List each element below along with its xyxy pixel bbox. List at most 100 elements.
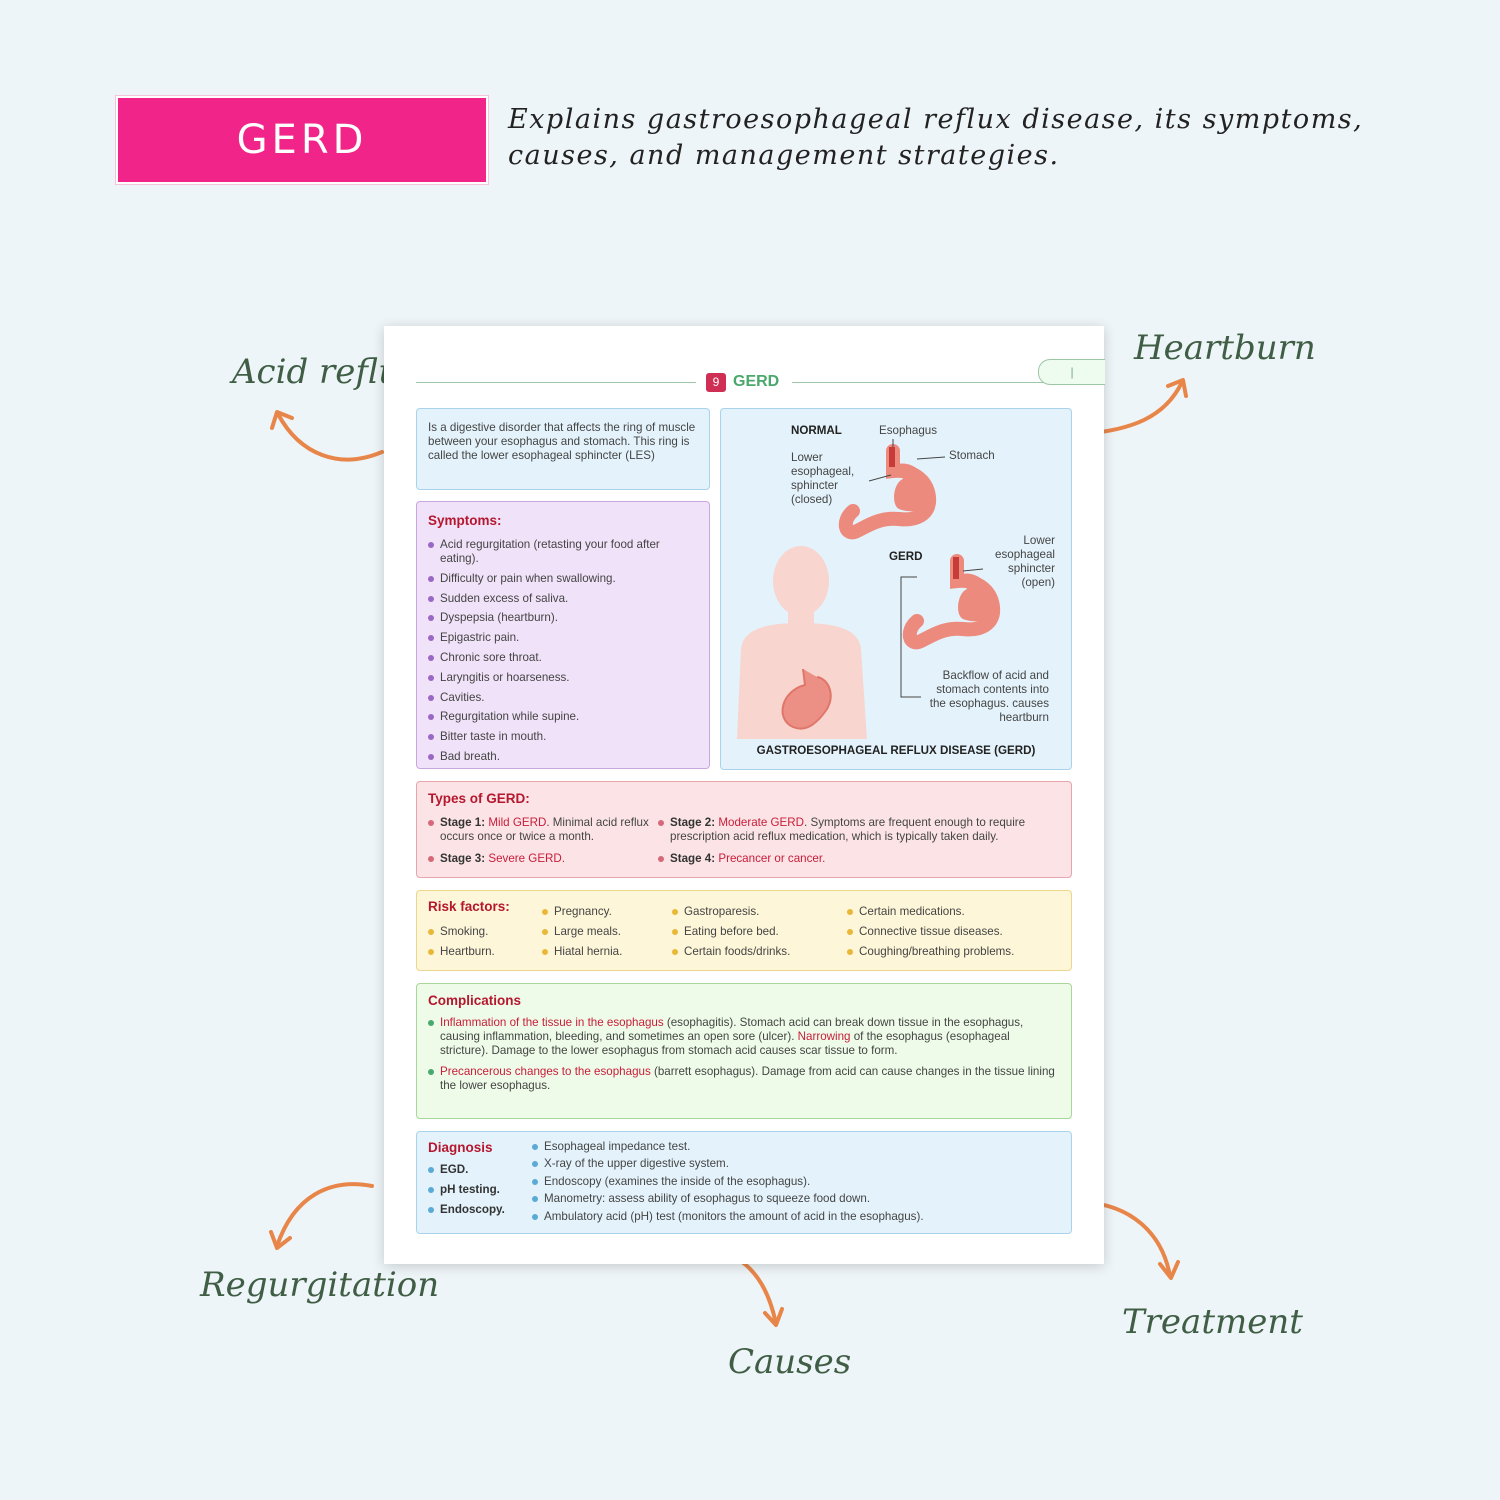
title-badge-label: GERD: [236, 117, 368, 163]
label-les-closed: Lower esophageal, sphincter (closed): [791, 451, 855, 506]
body-silhouette: [737, 546, 867, 739]
list-item: Difficulty or pain when swallowing.: [428, 572, 698, 586]
list-item-text: Certain medications.: [859, 905, 965, 918]
symptoms-title: Symptoms:: [428, 513, 502, 528]
list-item-text: Endoscopy.: [440, 1203, 505, 1216]
bullet-icon: [428, 714, 434, 721]
types-title: Types of GERD:: [428, 791, 530, 806]
complication-2: Precancerous changes to the esophagus (b…: [428, 1065, 1060, 1093]
list-item: Bitter taste in mouth.: [428, 730, 698, 744]
list-item-text: Endoscopy (examines the inside of the es…: [544, 1174, 811, 1188]
list-item-text: Manometry: assess ability of esophagus t…: [544, 1192, 871, 1206]
list-item: Connective tissue diseases.: [847, 925, 1014, 939]
bullet-icon: [532, 1161, 538, 1168]
chapter-title: GERD: [733, 373, 780, 390]
list-item-text: pH testing.: [440, 1183, 500, 1196]
bullet-icon: [672, 909, 678, 915]
list-item: Cavities.: [428, 691, 698, 705]
bullet-icon: [672, 929, 678, 935]
bullet-icon: [428, 1167, 434, 1173]
label-esophagus: Esophagus: [879, 424, 938, 437]
types-box: Types of GERD: Stage 1: Mild GERD. Minim…: [416, 781, 1072, 878]
label-stomach: Stomach: [949, 449, 995, 462]
list-item-text: Sudden excess of saliva.: [440, 591, 569, 605]
list-item-text: Regurgitation while supine.: [440, 710, 580, 724]
label-les-open: Lower esophageal sphincter (open): [995, 534, 1055, 589]
bullet-icon: [428, 753, 434, 760]
arrow-regurgitation: [275, 1182, 374, 1248]
list-item: Laryngitis or hoarseness.: [428, 671, 698, 685]
list-item: pH testing.: [428, 1183, 1060, 1197]
symptoms-list: Acid regurgitation (retasting your food …: [428, 538, 698, 764]
list-item-text: Eating before bed.: [684, 925, 779, 938]
arrow-acid-reflux: [276, 412, 384, 462]
list-item: Endoscopy.: [428, 1203, 1060, 1217]
definition-text: Is a digestive disorder that affects the…: [428, 421, 696, 462]
list-item-text: Smoking.: [440, 925, 489, 938]
list-item: Large meals.: [542, 925, 622, 939]
label-backflow: Backflow of acid and stomach contents in…: [929, 669, 1049, 724]
bullet-icon: [847, 949, 853, 955]
diagnosis-left-list: EGD. pH testing. Endoscopy.: [428, 1163, 1060, 1217]
list-item-text: Difficulty or pain when swallowing.: [440, 571, 616, 585]
list-item: EGD.: [428, 1163, 1060, 1177]
list-item: Heartburn.: [428, 945, 495, 959]
list-item: X-ray of the upper digestive system.: [532, 1157, 924, 1171]
list-item-text: Cavities.: [440, 690, 485, 704]
list-item-text: Gastroparesis.: [684, 905, 760, 918]
list-item-text: Acid regurgitation (retasting your food …: [440, 538, 660, 565]
bullet-icon: [428, 635, 434, 642]
list-item-text: Dyspepsia (heartburn).: [440, 611, 558, 625]
diagram-box: NORMAL Esophagus Stomach Lower esophagea…: [720, 408, 1072, 770]
list-item: Coughing/breathing problems.: [847, 945, 1014, 959]
list-item-text: Chronic sore throat.: [440, 650, 542, 664]
list-item: Bad breath.: [428, 750, 698, 764]
risk-title: Risk factors:: [428, 899, 510, 914]
list-item-text: Coughing/breathing problems.: [859, 945, 1015, 958]
bullet-icon: [428, 949, 434, 955]
list-item: Hiatal hernia.: [542, 945, 622, 959]
list-item-text: Laryngitis or hoarseness.: [440, 670, 570, 684]
list-item: Smoking.: [428, 925, 495, 939]
list-item: Sudden excess of saliva.: [428, 592, 698, 606]
subtitle: Explains gastroesophageal reflux disease…: [508, 104, 1364, 171]
list-item: Eating before bed.: [672, 925, 790, 939]
diagnosis-title: Diagnosis: [428, 1140, 493, 1155]
stage-3-name: Severe GERD.: [488, 852, 566, 865]
diagnosis-right-list: Esophageal impedance test. X-ray of the u…: [532, 1140, 924, 1227]
diagram-caption: GASTROESOPHAGEAL REFLUX DISEASE (GERD): [756, 744, 1036, 757]
stage-4-label: Stage 4:: [670, 852, 716, 865]
complication-2-text: (barrett esophagus). Damage from acid ca…: [440, 1065, 1055, 1092]
page-tab: |: [1038, 359, 1105, 385]
bullet-icon: [532, 1178, 538, 1185]
callout-causes: Causes: [728, 1342, 852, 1382]
list-item: Dyspepsia (heartburn).: [428, 611, 698, 625]
bullet-icon: [672, 949, 678, 955]
list-item-text: X-ray of the upper digestive system.: [544, 1157, 729, 1171]
complication-1-red: Inflammation of the tissue in the esopha…: [440, 1016, 664, 1029]
bullet-icon: [428, 694, 434, 701]
complication-1-text: (esophagitis). Stomach acid can break do…: [440, 1016, 1024, 1043]
list-item-text: Certain foods/drinks.: [684, 945, 791, 958]
complication-1: Inflammation of the tissue in the esopha…: [428, 1016, 1060, 1058]
document-page: 9 GERD | Is a digestive disorder that af…: [384, 326, 1105, 1264]
list-item-text: Epigastric pain.: [440, 631, 520, 645]
risk-col-1: Smoking. Heartburn.: [428, 925, 495, 965]
list-item: Certain foods/drinks.: [672, 945, 790, 959]
bullet-icon: [428, 929, 434, 935]
stage-1: Stage 1: Mild GERD. Minimal acid reflux …: [428, 816, 650, 850]
list-item: Acid regurgitation (retasting your food …: [428, 538, 698, 566]
gerd-illustration: [737, 439, 1001, 739]
chapter-number: 9: [706, 373, 726, 392]
list-item-text: Bitter taste in mouth.: [440, 730, 547, 744]
bullet-icon: [428, 1187, 434, 1193]
diagnosis-box: Diagnosis EGD. pH testing. Endoscopy. Esop…: [416, 1131, 1072, 1234]
list-item-text: Pregnancy.: [554, 905, 612, 918]
symptoms-box: Symptoms: Acid regurgitation (retasting …: [416, 501, 710, 769]
gerd-stomach-icon: [902, 554, 1001, 650]
bullet-icon: [428, 575, 434, 582]
label-normal: NORMAL: [791, 424, 842, 437]
list-item: Manometry: assess ability of esophagus t…: [532, 1192, 924, 1206]
callout-treatment: Treatment: [1122, 1302, 1303, 1342]
list-item: Esophageal impedance test.: [532, 1140, 924, 1154]
